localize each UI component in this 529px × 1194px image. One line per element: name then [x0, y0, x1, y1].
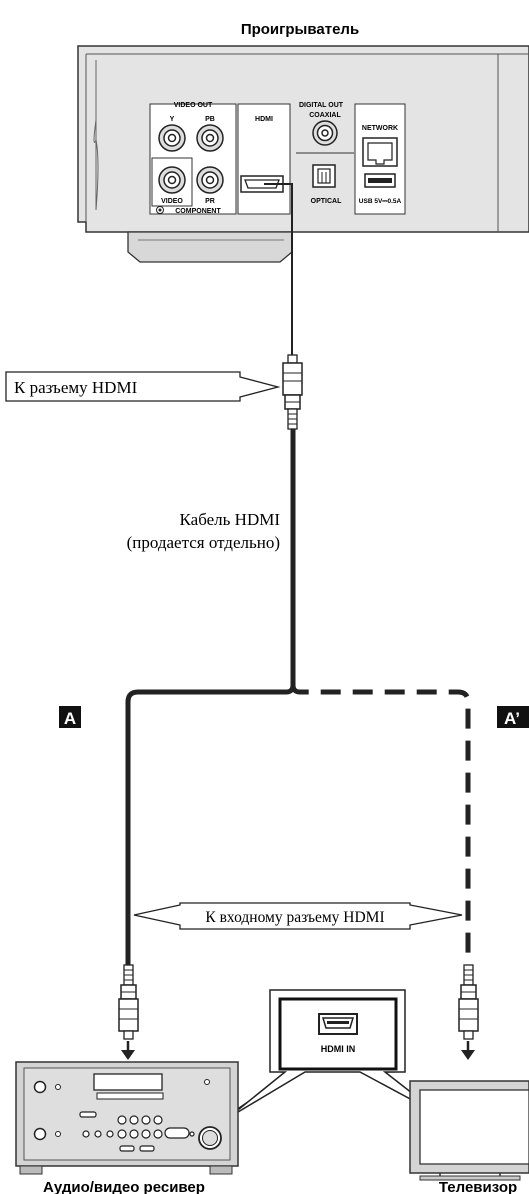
tv-icon	[409, 1080, 529, 1181]
hdmi-jack-callout: К разъему HDMI	[5, 371, 281, 402]
receiver-label: Аудио/видео ресивер	[43, 1179, 205, 1194]
hdmi-in-callout: HDMI IN	[227, 989, 441, 1119]
hdmi-in-label: HDMI IN	[321, 1044, 356, 1054]
optical-label: OPTICAL	[311, 198, 342, 205]
y-label: Y	[170, 116, 175, 123]
route-a-prime-label: A’	[504, 709, 520, 728]
digital-out-label: DIGITAL OUT	[299, 102, 344, 109]
video-jack-icon	[158, 166, 186, 194]
hdmi-jack-callout-text: К разъему HDMI	[14, 378, 138, 397]
route-a-marker: A	[59, 706, 81, 728]
pb-label: PB	[205, 116, 215, 123]
player-rear-panel: VIDEO OUT Y PB VIDEO PR COM	[77, 45, 529, 263]
av-receiver-icon	[15, 1061, 239, 1175]
hdmi-port-label: HDMI	[255, 116, 273, 123]
usb-port-icon	[364, 173, 396, 188]
player-cable-lead	[264, 183, 293, 355]
cable-label-line1: Кабель HDMI	[180, 510, 281, 529]
hdmi-cable-a-prime	[290, 684, 471, 965]
coaxial-label: COAXIAL	[309, 112, 341, 119]
hdmi-input-callout-text: К входному разъему HDMI	[205, 909, 384, 926]
hdmi-plug-tv-icon	[458, 964, 479, 1060]
component-label: COMPONENT	[175, 208, 221, 215]
pr-label: PR	[205, 198, 215, 205]
usb-label: USB 5V⎓0.5A	[359, 198, 402, 205]
cable-label-line2: (продается отдельно)	[127, 533, 280, 552]
hdmi-port-icon	[240, 175, 284, 193]
coaxial-jack-icon	[312, 120, 338, 146]
ethernet-port-icon	[362, 137, 398, 167]
hdmi-in-port-icon	[318, 1013, 358, 1035]
y-jack-icon	[158, 124, 186, 152]
route-a-label: A	[64, 709, 76, 728]
route-a-prime-marker: A’	[497, 706, 529, 728]
optical-port-icon	[312, 164, 336, 188]
hdmi-plug-receiver-icon	[118, 964, 139, 1060]
hdmi-plug-top-icon	[282, 354, 303, 430]
pb-jack-icon	[196, 124, 224, 152]
component-icon	[156, 206, 164, 214]
video-out-label: VIDEO OUT	[174, 102, 213, 109]
network-label: NETWORK	[362, 125, 398, 132]
tv-label: Телевизор	[439, 1179, 517, 1194]
hdmi-input-callout: К входному разъему HDMI	[133, 902, 463, 930]
pr-jack-icon	[196, 166, 224, 194]
player-title: Проигрыватель	[241, 21, 359, 38]
video-label: VIDEO	[161, 198, 183, 205]
